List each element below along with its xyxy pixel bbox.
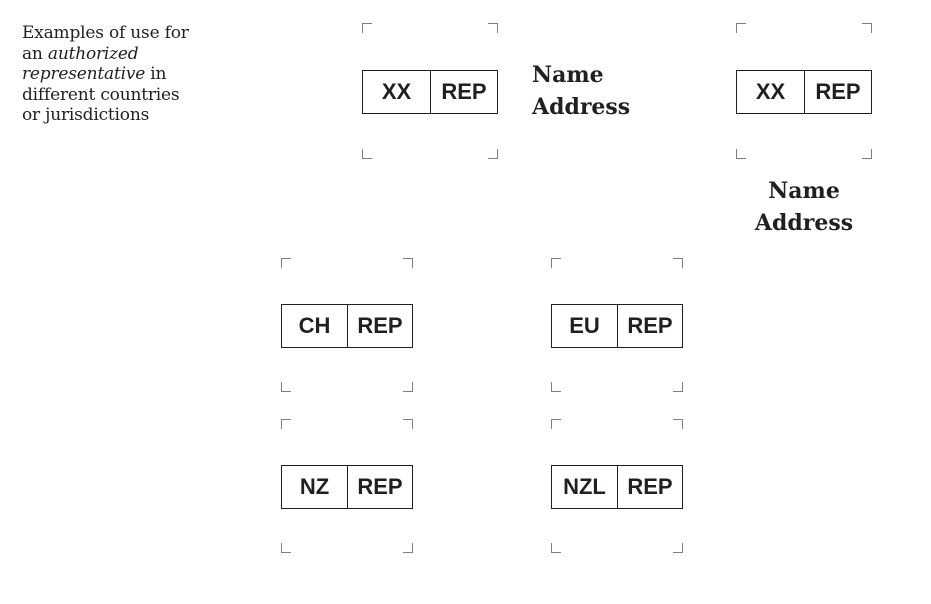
symbol-frame-ch: CH REP	[281, 258, 413, 392]
crop-mark	[488, 23, 498, 33]
crop-mark	[362, 23, 372, 33]
address-label: Address	[532, 94, 631, 120]
crop-mark	[736, 23, 746, 33]
description-line: different countries	[22, 84, 180, 105]
description-line: an authorized	[22, 43, 139, 64]
country-code: XX	[363, 71, 431, 113]
description-text: Examples of use for an authorized repres…	[22, 23, 222, 126]
italic-term: representative	[22, 64, 146, 84]
description-line: or jurisdictions	[22, 105, 150, 125]
country-code: CH	[282, 305, 348, 347]
crop-mark	[403, 543, 413, 553]
crop-mark	[281, 382, 291, 392]
crop-mark	[362, 149, 372, 159]
country-code: EU	[552, 305, 618, 347]
authorized-representative-symbol: EU REP	[551, 304, 683, 348]
symbol-frame-nzl: NZL REP	[551, 419, 683, 553]
crop-mark	[551, 543, 561, 553]
rep-label: REP	[815, 79, 861, 104]
crop-mark	[673, 258, 683, 268]
name-address-right: Name Address	[532, 59, 630, 123]
name-label: Name	[532, 62, 604, 88]
rep-label: REP	[357, 474, 403, 499]
italic-term: authorized	[47, 43, 139, 64]
address-label: Address	[754, 210, 854, 236]
crop-mark	[403, 419, 413, 429]
crop-mark	[673, 543, 683, 553]
crop-mark	[281, 258, 291, 268]
crop-mark	[551, 382, 561, 392]
crop-mark	[551, 419, 561, 429]
symbol-frame-xx-2: XX REP	[736, 23, 872, 159]
country-code: XX	[737, 71, 805, 113]
crop-mark	[862, 149, 872, 159]
rep-label: REP	[627, 313, 673, 338]
name-label: Name	[768, 178, 840, 204]
crop-mark	[281, 543, 291, 553]
symbol-frame-nz: NZ REP	[281, 419, 413, 553]
crop-mark	[551, 258, 561, 268]
crop-mark	[488, 149, 498, 159]
authorized-representative-symbol: XX REP	[736, 70, 872, 114]
description-line: Examples of use for	[22, 23, 189, 43]
crop-mark	[862, 23, 872, 33]
rep-label: REP	[357, 313, 403, 338]
crop-mark	[281, 419, 291, 429]
crop-mark	[736, 149, 746, 159]
symbol-frame-eu: EU REP	[551, 258, 683, 392]
crop-mark	[403, 382, 413, 392]
authorized-representative-symbol: NZL REP	[551, 465, 683, 509]
country-code: NZL	[552, 466, 618, 508]
country-code: NZ	[282, 466, 348, 508]
crop-mark	[403, 258, 413, 268]
authorized-representative-symbol: XX REP	[362, 70, 498, 114]
symbol-frame-xx-1: XX REP	[362, 23, 498, 159]
description-line: representative in	[22, 64, 167, 84]
crop-mark	[673, 419, 683, 429]
name-address-below: Name Address	[736, 175, 872, 239]
crop-mark	[673, 382, 683, 392]
authorized-representative-symbol: NZ REP	[281, 465, 413, 509]
rep-label: REP	[441, 79, 487, 104]
authorized-representative-symbol: CH REP	[281, 304, 413, 348]
rep-label: REP	[627, 474, 673, 499]
